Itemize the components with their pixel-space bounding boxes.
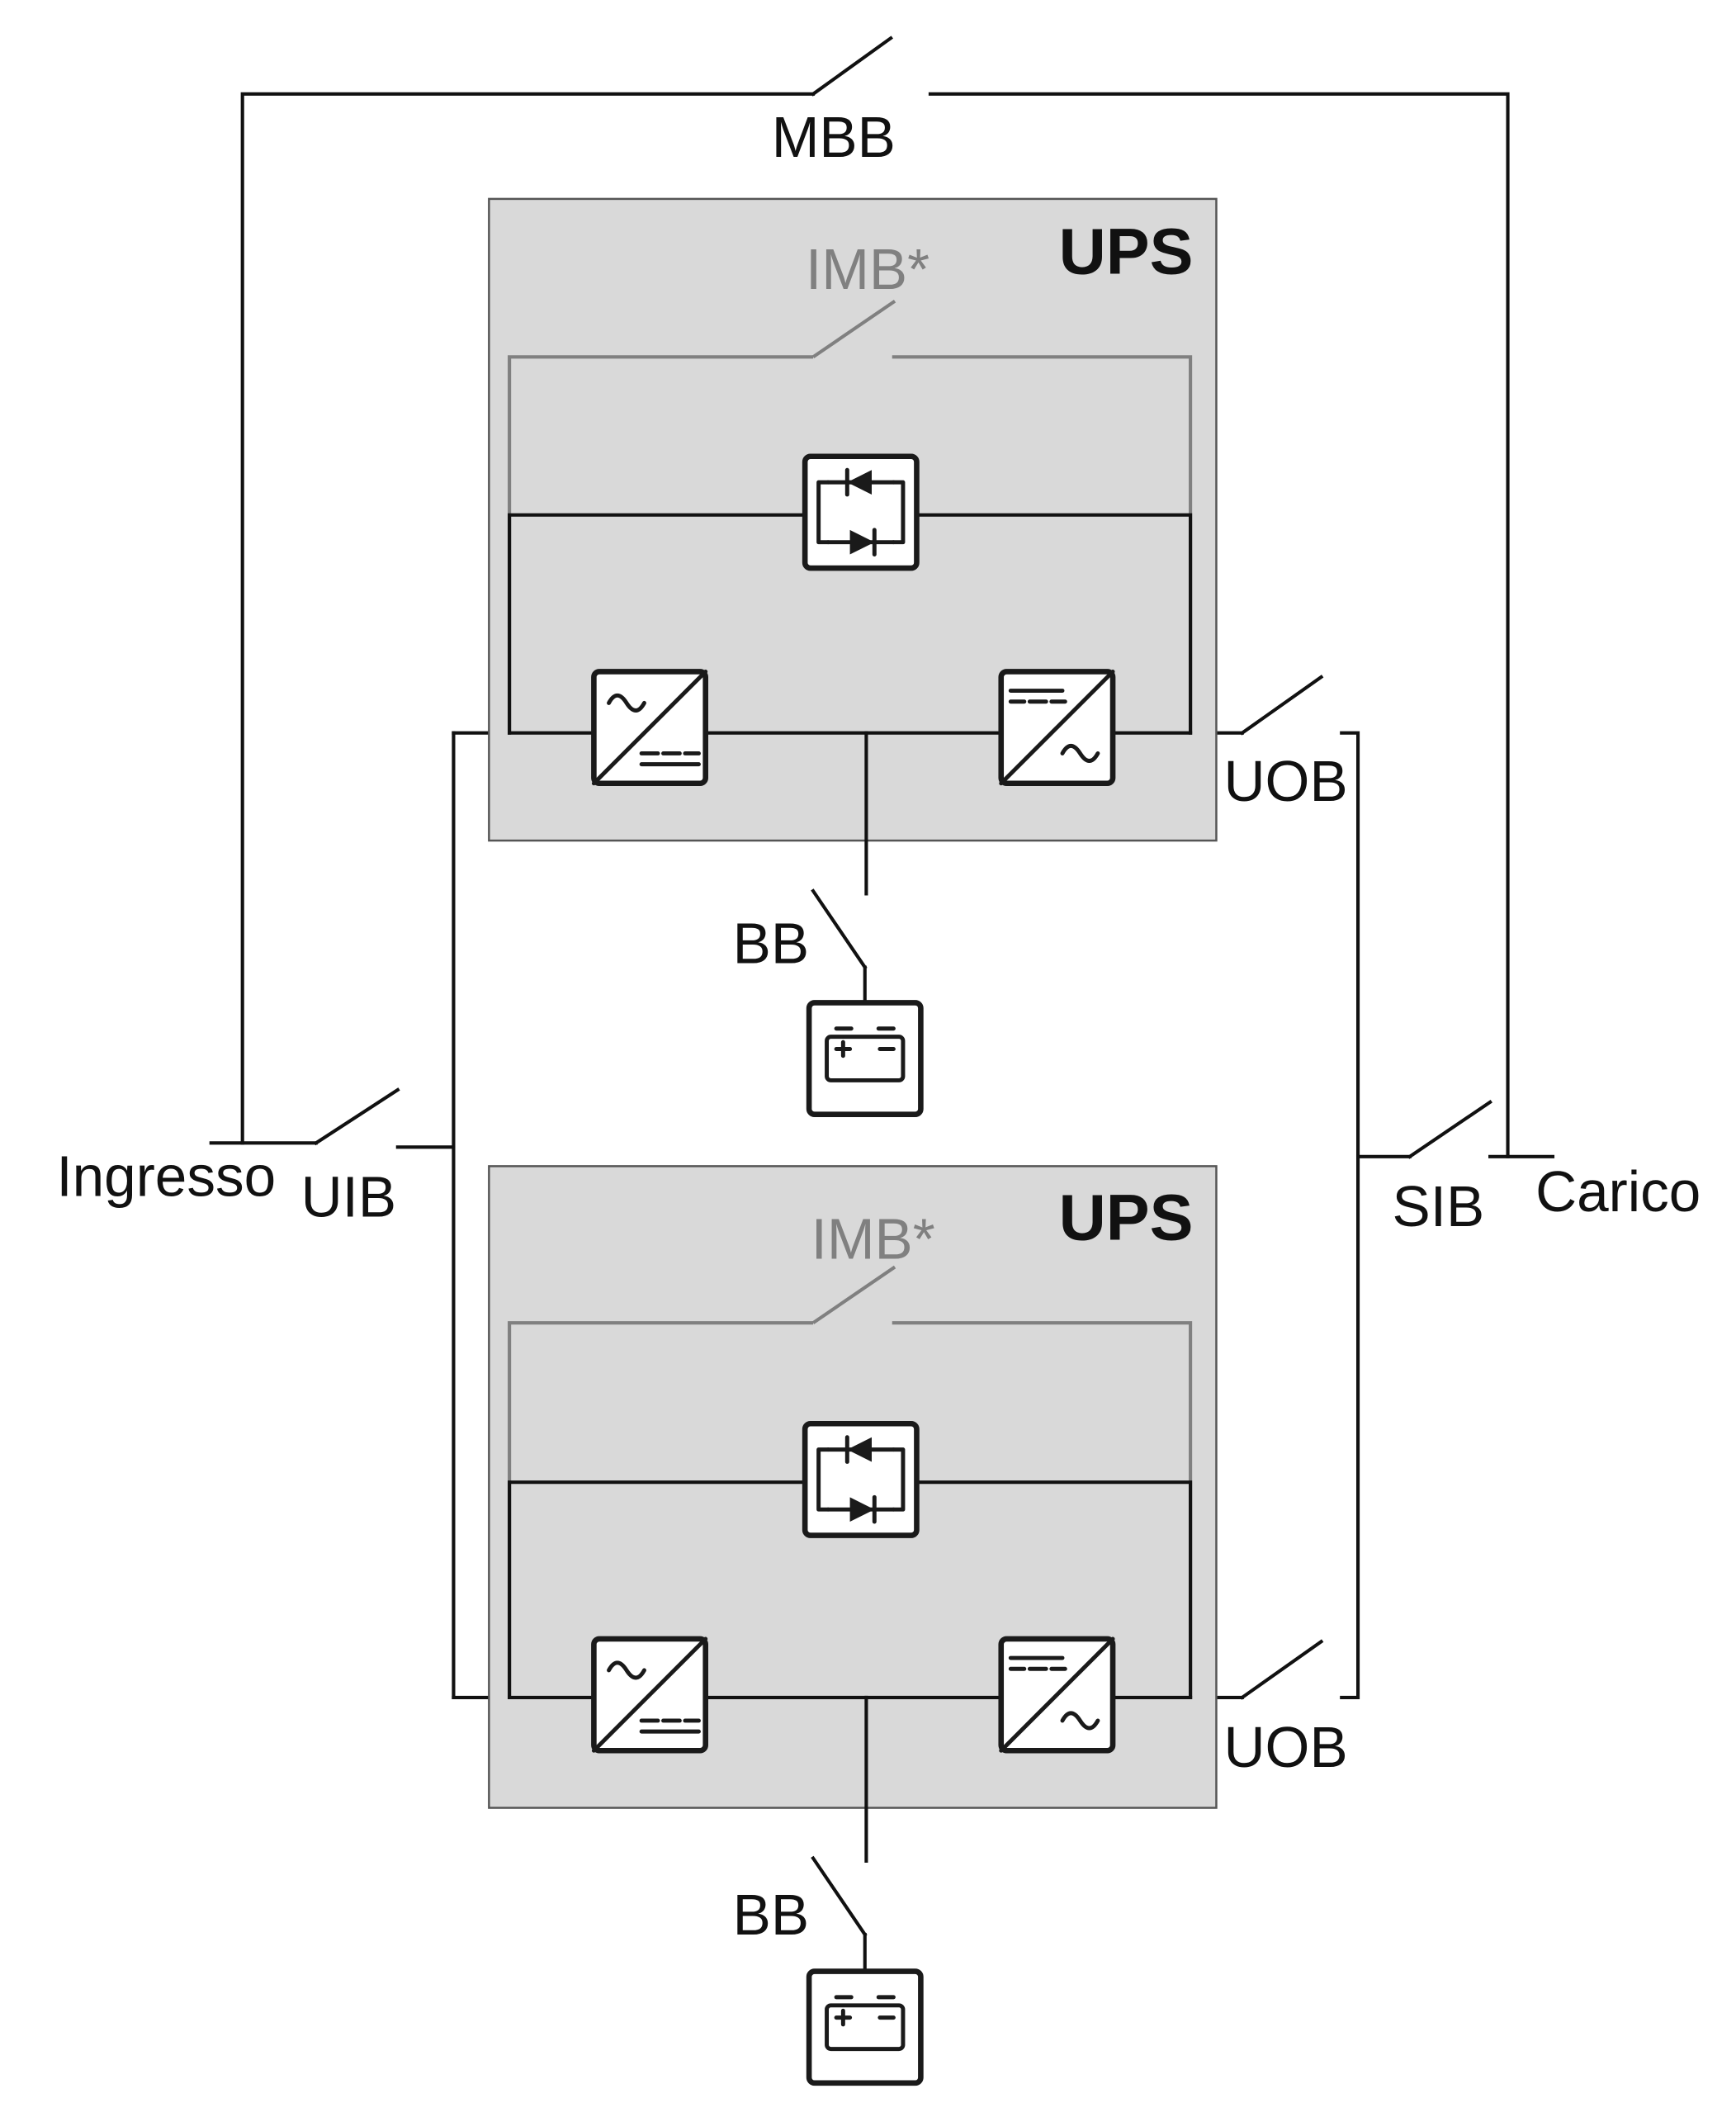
battery-icon — [809, 1002, 920, 1114]
imb-label: IMB* — [806, 237, 929, 301]
ups-unit: UPS IMB* UOB BB — [488, 1165, 1348, 2083]
ups-title: UPS — [1059, 215, 1194, 288]
battery-icon — [809, 1972, 920, 2083]
imb-label: IMB* — [811, 1207, 935, 1272]
rectifier-icon — [594, 671, 705, 783]
mbb-label: MBB — [772, 105, 896, 169]
load-label: Carico — [1535, 1159, 1701, 1224]
input-label: Ingresso — [56, 1144, 276, 1209]
uob-label: UOB — [1224, 749, 1348, 813]
ups-unit: UPS IMB* UOB BB — [488, 197, 1348, 1115]
uib-label: UIB — [301, 1164, 397, 1229]
sib-label: SIB — [1393, 1174, 1485, 1238]
bb-label: BB — [733, 912, 809, 976]
inverter-icon — [1001, 1639, 1113, 1750]
ups-title: UPS — [1059, 1181, 1194, 1254]
static-switch-icon — [805, 1423, 916, 1535]
rectifier-icon — [594, 1639, 705, 1750]
inverter-icon — [1001, 671, 1113, 783]
static-switch-icon — [805, 457, 916, 568]
uob-label: UOB — [1224, 1715, 1348, 1779]
bb-label: BB — [733, 1883, 809, 1947]
